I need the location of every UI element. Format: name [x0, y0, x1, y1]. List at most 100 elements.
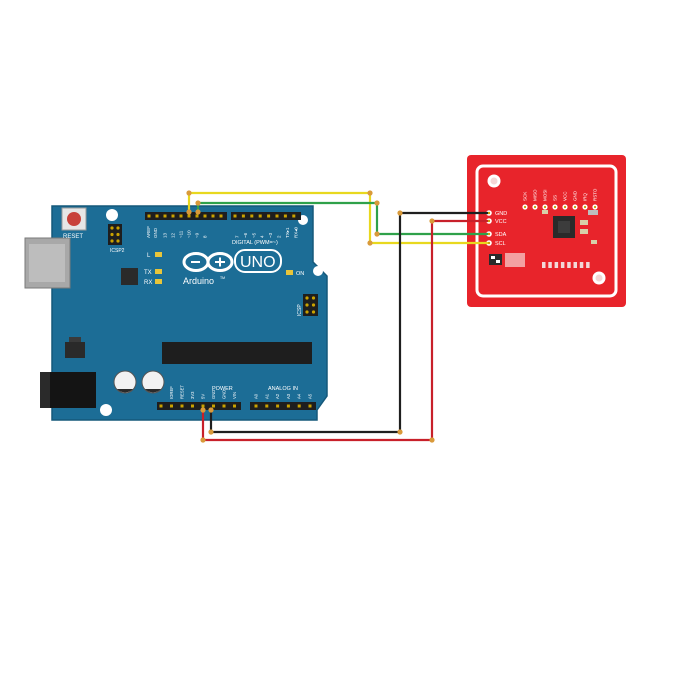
mounting-hole [313, 266, 323, 276]
header-pin [203, 214, 207, 218]
header-pin [159, 404, 163, 408]
pn532-pad [542, 262, 546, 268]
header-pin [297, 404, 301, 408]
header-pin [233, 214, 237, 218]
pn532-pad [548, 262, 552, 268]
pn532-pad [586, 262, 590, 268]
digital-pin-label: 8 [203, 235, 208, 238]
header-pin [180, 404, 184, 408]
pn532-pin-pad [487, 219, 491, 223]
led-tx-label: TX [144, 270, 152, 276]
pn532-pin-pad [543, 205, 547, 209]
led-rx [155, 279, 162, 284]
pn532-pin-pad [553, 205, 557, 209]
wires [186, 190, 488, 443]
header-pin [212, 404, 215, 408]
header-pin [233, 404, 236, 408]
aref-label: AREF [146, 226, 151, 238]
digital-pin-label: ~6 [243, 232, 248, 238]
header-pin [155, 214, 159, 218]
pn532-pin-label: VCC [495, 219, 507, 225]
smd-component [591, 240, 597, 244]
header-pin [191, 404, 194, 408]
pn532-top-pin-label: MOSI [543, 189, 548, 201]
header-pin [222, 404, 226, 408]
pn532-chip-die [558, 221, 570, 233]
pn532-pin-pad [533, 205, 537, 209]
header-pin [276, 404, 280, 408]
digital-header [145, 212, 301, 220]
dip-switch[interactable] [489, 254, 502, 265]
header-pin [170, 404, 173, 408]
trademark-label: TM [220, 276, 225, 280]
power-label: POWER [212, 386, 233, 392]
capacitor [141, 370, 165, 394]
dip-switch-lever[interactable] [496, 260, 500, 263]
power-pin-dots [159, 404, 236, 408]
pn532-pad [560, 262, 565, 268]
pn532-pin-pad [573, 205, 577, 209]
arduino-pcb [51, 205, 328, 421]
digital-pin-label: 2 [277, 235, 282, 238]
uno-badge [234, 249, 282, 273]
pn532-pin-pad [583, 205, 587, 209]
analog-pin-label: A1 [264, 393, 269, 399]
header-pin [250, 214, 254, 218]
header-pin [275, 214, 279, 218]
smd-component [580, 220, 588, 225]
pn532-pin-pad [593, 205, 597, 209]
header-pin [258, 214, 262, 218]
header-pin [163, 214, 167, 218]
mounting-hole [100, 404, 112, 416]
analog-pin-label: A5 [308, 393, 313, 399]
reset-button-cap[interactable] [67, 212, 81, 226]
analog-pin-dots [254, 404, 312, 408]
smd-component [542, 210, 548, 214]
digital-pin-label: ~3 [268, 232, 273, 238]
header-pin [211, 214, 215, 218]
pn532-top-pin-label: RSTO [593, 188, 598, 201]
gnd-label: GND [153, 227, 158, 238]
pn532-pin-pad [563, 205, 567, 209]
smd-component [580, 229, 588, 234]
pn532-top-pin-label: MISO [533, 189, 538, 201]
icsp-label: ICSP [297, 304, 303, 316]
digital-pin-label: 13 [163, 232, 168, 238]
header-pin [267, 214, 271, 218]
digital-pin-label: 7 [235, 235, 240, 238]
pn532-bottom-pads [542, 262, 590, 268]
header-pin [147, 214, 151, 218]
digital-pin-label: ~11 [179, 230, 184, 238]
power-pin-label: 5V [201, 394, 206, 399]
analog-pin-label: A4 [297, 393, 302, 399]
header-pin [286, 404, 290, 408]
icsp2-label: ICSP2 [110, 248, 125, 254]
wire-joints [186, 190, 435, 443]
uno-label: UNO [240, 254, 276, 271]
atmega-chip [162, 342, 312, 364]
mounting-hole [106, 209, 118, 221]
power-pin-label: 3V3 [190, 391, 195, 399]
crystal [588, 210, 598, 215]
pn532-top-pin-label: SS [553, 195, 558, 201]
analog-pin-label: A2 [275, 393, 280, 399]
pn532-top-pin-label: GND [573, 190, 578, 201]
pn532-pin-pad [487, 232, 491, 236]
mode-table [505, 253, 525, 267]
analog-header [250, 402, 316, 410]
pn532-pad [573, 262, 577, 268]
header-pin [201, 404, 205, 408]
dip-switch-lever[interactable] [491, 256, 495, 259]
digital-pin-label: TX▸1 [285, 227, 290, 238]
digital-pin-dots [147, 214, 296, 218]
led-on [286, 270, 293, 275]
voltage-regulator [65, 342, 85, 358]
digital-pin-label: ~5 [251, 232, 256, 238]
arduino-logo-icon [182, 252, 234, 272]
led-l-label: L [147, 253, 151, 259]
power-pin-label: GND [211, 390, 216, 399]
